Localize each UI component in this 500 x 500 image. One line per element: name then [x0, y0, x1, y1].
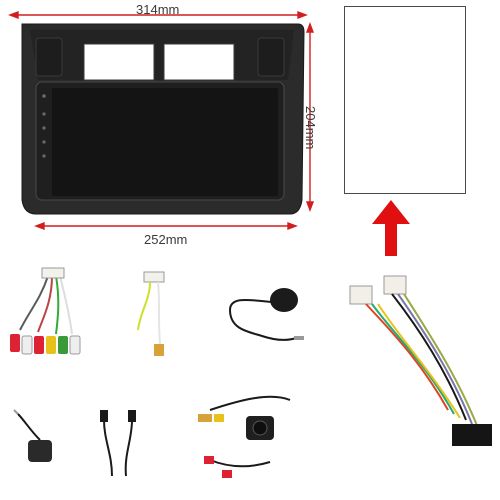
right-dimension-line	[305, 22, 315, 212]
rear-camera-kit	[198, 395, 291, 478]
main-wiring-harness	[349, 275, 492, 446]
bottom-width-label: 252mm	[144, 232, 188, 247]
rca-harness-cable	[10, 267, 81, 355]
right-speaker-grill	[257, 37, 285, 77]
side-buttons	[42, 94, 46, 158]
bottom-dimension-line	[34, 221, 298, 231]
camera-trigger-wire	[137, 271, 165, 356]
gps-antenna	[13, 409, 52, 462]
right-vent-slot	[163, 43, 235, 81]
top-width-label: 314mm	[136, 2, 180, 17]
touch-screen	[52, 88, 278, 196]
top-dimension-line	[8, 10, 308, 20]
left-speaker-grill	[35, 37, 63, 77]
right-height-label: 204mm	[303, 106, 318, 150]
left-vent-slot	[83, 43, 155, 81]
connector-inset-frame	[344, 6, 466, 194]
up-arrow-icon	[372, 200, 410, 256]
usb-cables	[100, 410, 136, 477]
microphone-accessory	[228, 288, 304, 341]
